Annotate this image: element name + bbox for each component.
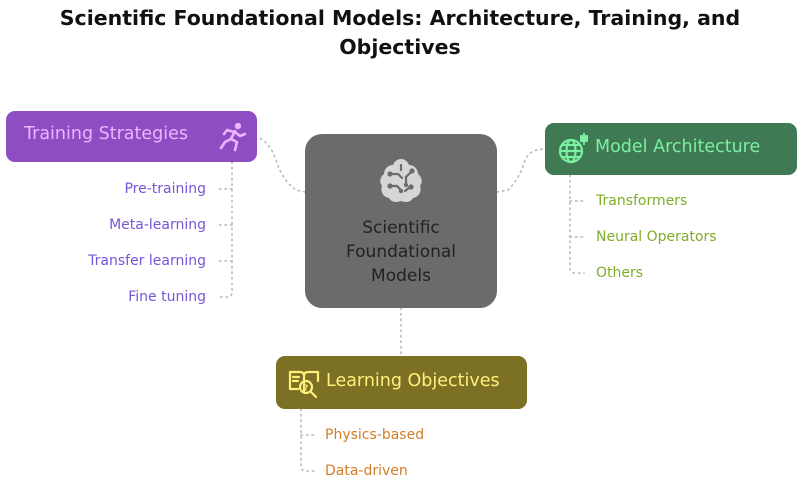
learning-objectives-label: Learning Objectives [326,371,500,391]
globe-network-icon [558,133,588,164]
model-architecture-label: Model Architecture [595,137,761,157]
connector-training-items [217,161,233,298]
leaf-data-driven[interactable]: Data-driven [325,463,408,479]
training-strategies-label: Training Strategies [24,124,188,144]
connector-center-architecture [496,148,546,193]
central-topic-label: Scientific Foundational Models [305,216,497,288]
leaf-transformers[interactable]: Transformers [596,193,688,209]
leaf-pre-training[interactable]: Pre-training [124,181,206,197]
diagram-title-line1: Scientific Foundational Models: Architec… [59,6,741,30]
central-topic-line1: Scientific [362,218,440,238]
leaf-physics-based[interactable]: Physics-based [325,427,425,443]
leaf-neural-operators[interactable]: Neural Operators [596,229,717,245]
connector-objectives-items [300,408,315,472]
central-topic-node[interactable]: Scientific Foundational Models [305,134,497,308]
leaf-transfer-learning[interactable]: Transfer learning [88,253,206,269]
central-topic-line3: Models [371,266,431,286]
leaf-meta-learning[interactable]: Meta-learning [109,217,206,233]
svg-text:?: ? [304,384,309,393]
leaf-others[interactable]: Others [596,265,644,281]
leaf-fine-tuning[interactable]: Fine tuning [128,289,206,305]
model-architecture-node[interactable]: Model Architecture [545,123,797,175]
central-topic-line2: Foundational [345,242,457,262]
learning-objectives-node[interactable]: ? Learning Objectives [276,356,527,409]
training-strategies-node[interactable]: Training Strategies [6,111,257,162]
diagram-title-line2: Objectives [339,35,461,59]
brain-circuit-icon [380,159,422,202]
connector-architecture-items [569,174,585,274]
diagram-title: Scientific Foundational Models: Architec… [0,4,800,62]
running-person-icon [219,122,247,152]
book-search-icon: ? [288,370,320,399]
connector-center-training [256,136,306,193]
